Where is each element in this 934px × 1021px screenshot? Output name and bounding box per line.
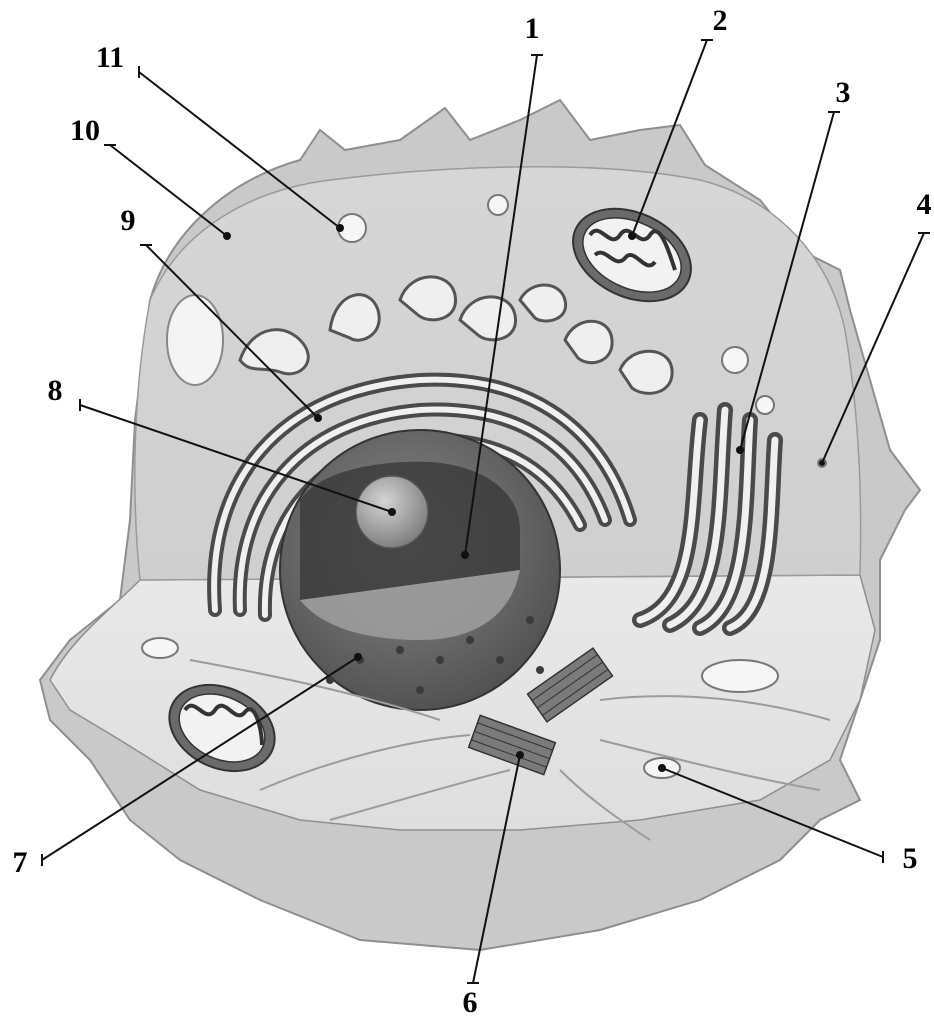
label-10: 10 [70, 114, 100, 147]
label-3: 3 [836, 76, 851, 109]
label-8: 8 [48, 374, 63, 407]
label-7: 7 [13, 846, 28, 879]
label-4: 4 [917, 188, 932, 221]
label-9: 9 [121, 204, 136, 237]
label-2: 2 [713, 4, 728, 37]
vacuole [167, 295, 223, 385]
label-6: 6 [463, 986, 478, 1016]
label-5: 5 [903, 842, 918, 875]
label-1: 1 [525, 12, 540, 45]
label-11: 11 [96, 41, 124, 74]
